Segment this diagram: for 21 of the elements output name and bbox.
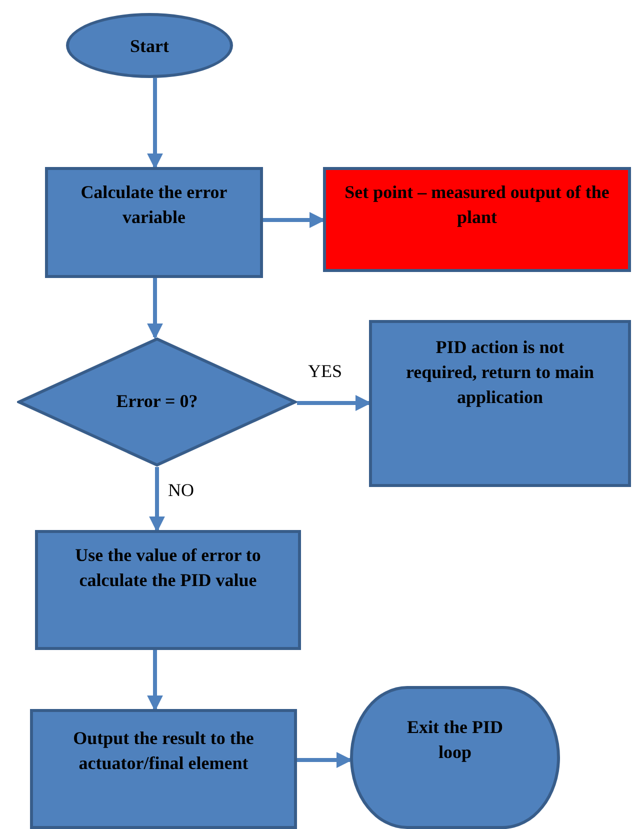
process-box bbox=[30, 709, 297, 829]
arrow bbox=[263, 212, 326, 228]
process-box bbox=[369, 320, 631, 487]
process-box bbox=[35, 530, 301, 650]
node-text: Calculate the error variable bbox=[80, 181, 228, 229]
node-text: Set point – measured output of the plant bbox=[344, 181, 610, 229]
node-text: PID action is not required, return to main application bbox=[405, 336, 595, 409]
node-text: Output the result to the actuator/final element bbox=[72, 727, 255, 775]
node-text: Use the value of error to calculate the PID value bbox=[74, 544, 262, 592]
arrow bbox=[147, 78, 163, 170]
node-text: Error = 0? bbox=[115, 390, 199, 413]
arrow bbox=[297, 752, 352, 768]
decision-diamond bbox=[17, 337, 297, 467]
node-text: Exit the PID loop bbox=[406, 716, 504, 764]
arrow bbox=[297, 395, 372, 411]
arrow bbox=[147, 278, 163, 340]
node-text: Start bbox=[129, 35, 170, 58]
process-box bbox=[45, 167, 263, 278]
arrow bbox=[147, 650, 163, 712]
arrow bbox=[149, 467, 165, 532]
process-box bbox=[323, 167, 631, 272]
